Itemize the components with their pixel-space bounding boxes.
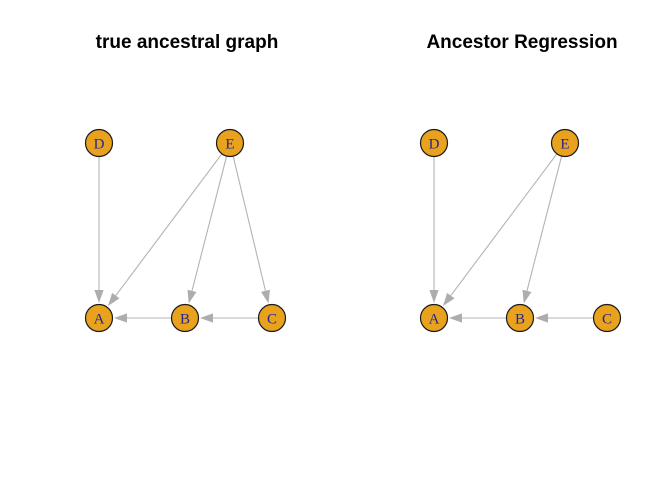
graph-node-E xyxy=(215,128,245,158)
edge-E-B xyxy=(526,155,563,292)
graph-panel-ancestor-regression: A B C D E xyxy=(419,128,622,333)
graph-node-A xyxy=(84,303,114,333)
node-label-B: B xyxy=(180,311,190,327)
graph-node-C xyxy=(257,303,287,333)
arrowhead-E-B xyxy=(522,289,532,304)
node-label-E: E xyxy=(225,136,234,152)
arrowhead-C-B xyxy=(200,313,213,323)
graph-node-A xyxy=(419,303,449,333)
node-label-A: A xyxy=(94,311,105,327)
arrowhead-B-A xyxy=(114,313,127,323)
node-label-C: C xyxy=(602,311,612,327)
edge-E-A xyxy=(450,153,558,296)
node-label-B: B xyxy=(515,311,525,327)
graph-panel-true-ancestral-graph: A B C D E xyxy=(84,128,287,333)
arrowhead-E-A xyxy=(107,292,120,306)
graph-node-B xyxy=(505,303,535,333)
edge-E-A xyxy=(115,153,223,296)
arrowhead-E-A xyxy=(442,292,455,306)
node-label-C: C xyxy=(267,311,277,327)
edge-E-B xyxy=(191,155,228,292)
arrowhead-D-A xyxy=(94,290,104,303)
arrowhead-D-A xyxy=(429,290,439,303)
arrowhead-E-B xyxy=(187,289,197,304)
edge-E-C xyxy=(232,156,267,291)
graph-node-E xyxy=(550,128,580,158)
node-label-E: E xyxy=(560,136,569,152)
graph-node-D xyxy=(84,128,114,158)
arrowhead-E-C xyxy=(260,289,270,304)
graph-node-B xyxy=(170,303,200,333)
graph-node-C xyxy=(592,303,622,333)
arrowhead-C-B xyxy=(535,313,548,323)
node-label-A: A xyxy=(429,311,440,327)
node-label-D: D xyxy=(94,136,105,152)
graph-node-D xyxy=(419,128,449,158)
left-panel-title: true ancestral graph xyxy=(95,32,279,53)
node-label-D: D xyxy=(429,136,440,152)
right-panel-title: Ancestor Regression xyxy=(426,32,618,53)
arrowhead-B-A xyxy=(449,313,462,323)
